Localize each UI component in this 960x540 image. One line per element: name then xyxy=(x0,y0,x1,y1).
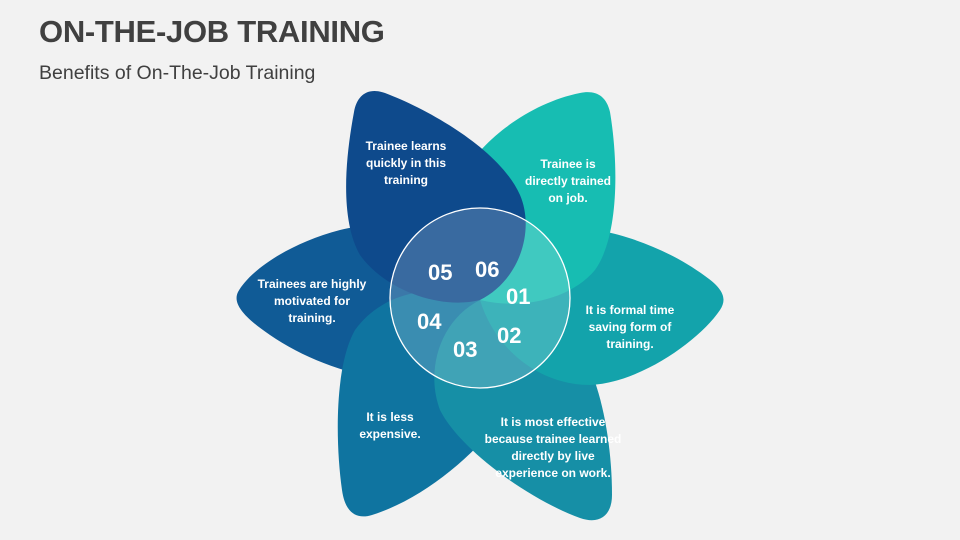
petal-text-01: Trainee is directly trained on job. xyxy=(524,157,612,205)
petal-text-06: Trainee learns quickly in this training xyxy=(365,139,447,187)
petal-number-06: 06 xyxy=(475,257,500,282)
petal-text-05: Trainees are highly motivated for traini… xyxy=(257,277,367,325)
center-circle xyxy=(389,207,571,389)
petal-number-02: 02 xyxy=(497,323,522,348)
petal-text-04: It is less expensive. xyxy=(359,410,421,441)
center-overlay xyxy=(390,208,570,388)
page-subtitle: Benefits of On-The-Job Training xyxy=(39,62,316,84)
petal-number-01: 01 xyxy=(506,284,531,309)
petal-number-05: 05 xyxy=(428,260,453,285)
petal-text-02: It is formal time saving form of trainin… xyxy=(585,303,675,351)
page-title: ON-THE-JOB TRAINING xyxy=(39,14,385,49)
petal-06 xyxy=(346,91,526,303)
petal-number-03: 03 xyxy=(453,337,478,362)
petal-number-04: 04 xyxy=(417,309,442,334)
petal-text-03: It is most effective because trainee lea… xyxy=(484,415,622,480)
